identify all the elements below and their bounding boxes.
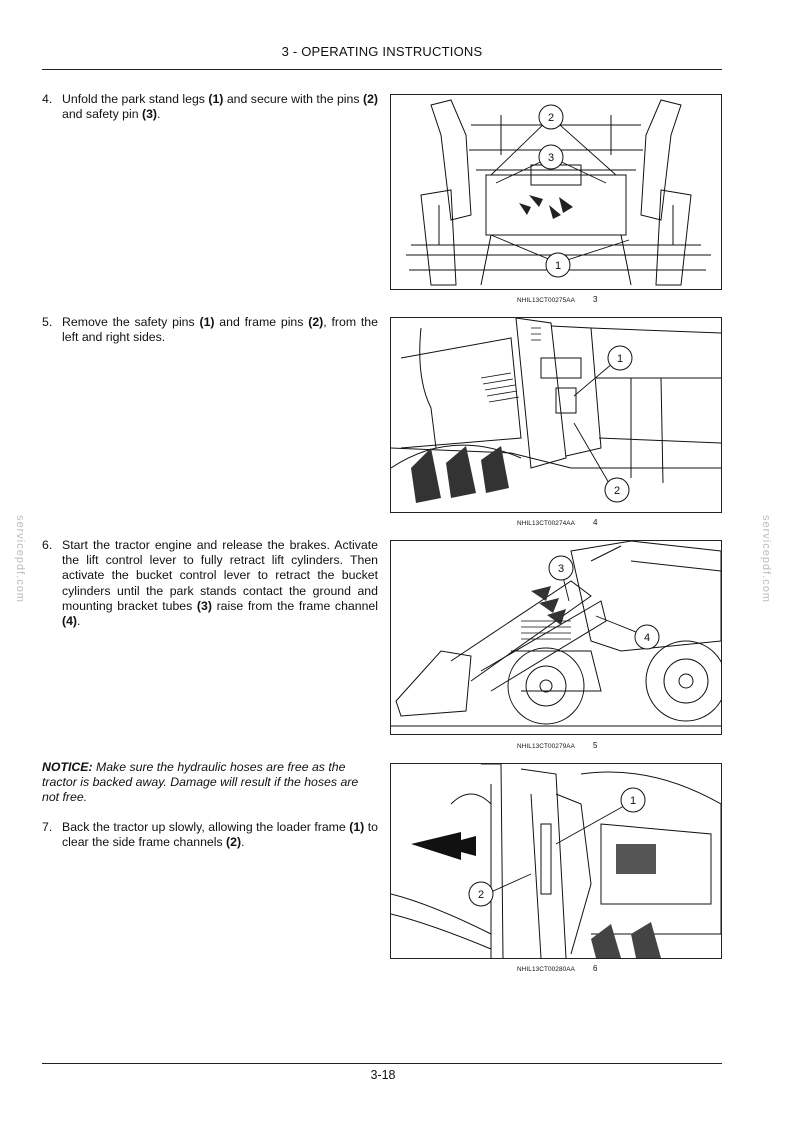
figure-4-code: NHIL13CT00274AA (517, 520, 575, 527)
page-number: 3-18 (370, 1068, 396, 1082)
header-rule (42, 69, 722, 70)
step-number: 6. (42, 538, 53, 552)
footer-rule (42, 1063, 722, 1064)
step-text: Remove the safety pins (1) and frame pin… (62, 315, 378, 345)
figure-4-number: 4 (593, 518, 598, 527)
notice-text: Make sure the hydraulic hoses are free a… (42, 760, 359, 805)
page-footer: 3-18 (0, 1068, 794, 1082)
callout-3: 3 (558, 563, 564, 575)
step-6: 6. Start the tractor engine and release … (42, 538, 378, 629)
figure-6-code: NHIL13CT00280AA (517, 966, 575, 973)
figure-5-code: NHIL13CT00279AA (517, 743, 575, 750)
callout-2: 2 (548, 112, 554, 124)
step-7: 7. Back the tractor up slowly, allowing … (42, 820, 378, 850)
step-number: 4. (42, 92, 53, 106)
notice: NOTICE: Make sure the hydraulic hoses ar… (42, 760, 378, 806)
figure-3-illustration: 2 3 1 (390, 94, 722, 290)
loader-lift-drawing: 3 4 (391, 541, 721, 727)
figure-6-number: 6 (593, 964, 598, 973)
callout-1: 1 (617, 353, 623, 365)
callout-1: 1 (555, 260, 561, 272)
callout-4: 4 (644, 632, 650, 644)
watermark-left: servicepdf.com (14, 515, 26, 603)
step-number: 5. (42, 315, 53, 329)
watermark-right: servicepdf.com (760, 515, 772, 603)
header-title: 3 - OPERATING INSTRUCTIONS (281, 44, 483, 59)
figure-4-illustration: 1 2 (390, 317, 722, 513)
park-stand-drawing: 2 3 1 (406, 99, 711, 286)
callout-2: 2 (478, 889, 484, 901)
safety-pin-drawing: 1 2 (391, 318, 721, 503)
callout-2: 2 (614, 485, 620, 497)
tractor-backout-drawing: 1 2 (391, 764, 721, 958)
page-header: 3 - OPERATING INSTRUCTIONS (0, 44, 794, 59)
step-4: 4. Unfold the park stand legs (1) and se… (42, 92, 378, 122)
callout-3: 3 (548, 152, 554, 164)
callout-1: 1 (630, 795, 636, 807)
step-5: 5. Remove the safety pins (1) and frame … (42, 315, 378, 345)
step-text: Unfold the park stand legs (1) and secur… (62, 92, 378, 122)
notice-label: NOTICE: (42, 760, 93, 774)
figure-6-illustration: 1 2 (390, 763, 722, 959)
step-text: Back the tractor up slowly, allowing the… (62, 820, 378, 850)
figure-5-number: 5 (593, 741, 598, 750)
step-text: Start the tractor engine and release the… (62, 538, 378, 629)
figure-3-number: 3 (593, 295, 598, 304)
figure-3-code: NHIL13CT00275AA (517, 297, 575, 304)
figure-5-illustration: 3 4 (390, 540, 722, 735)
step-number: 7. (42, 820, 53, 834)
